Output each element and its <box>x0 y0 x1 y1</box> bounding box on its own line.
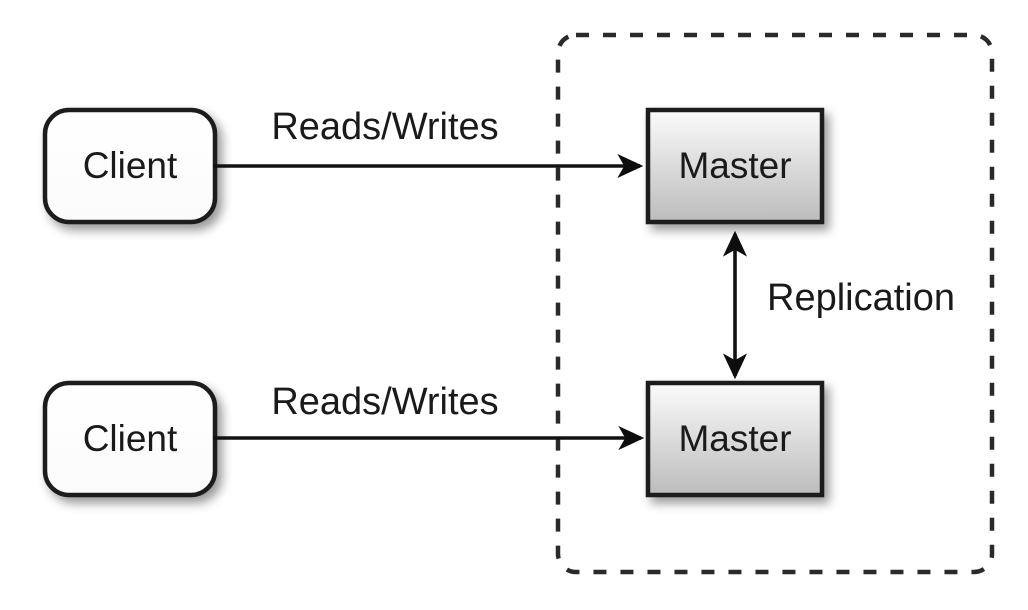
client-bottom-label: Client <box>83 418 178 459</box>
master-top-shape <box>645 107 825 225</box>
edge-client-bottom-master-bottom-label: Reads/Writes <box>271 381 498 423</box>
node-master-top[interactable]: Master <box>645 107 825 225</box>
node-master-bottom[interactable]: Master <box>645 380 825 498</box>
master-top-label: Master <box>678 145 791 186</box>
node-client-top[interactable]: Client <box>42 107 218 225</box>
edge-client-top-master-top-label: Reads/Writes <box>271 106 498 148</box>
edge-master-replication-label: Replication <box>767 277 955 319</box>
master-bottom-label: Master <box>678 418 791 459</box>
node-client-bottom[interactable]: Client <box>42 380 218 498</box>
replication-group-boundary <box>555 32 995 575</box>
master-bottom-shape <box>645 380 825 498</box>
client-top-label: Client <box>83 145 178 186</box>
